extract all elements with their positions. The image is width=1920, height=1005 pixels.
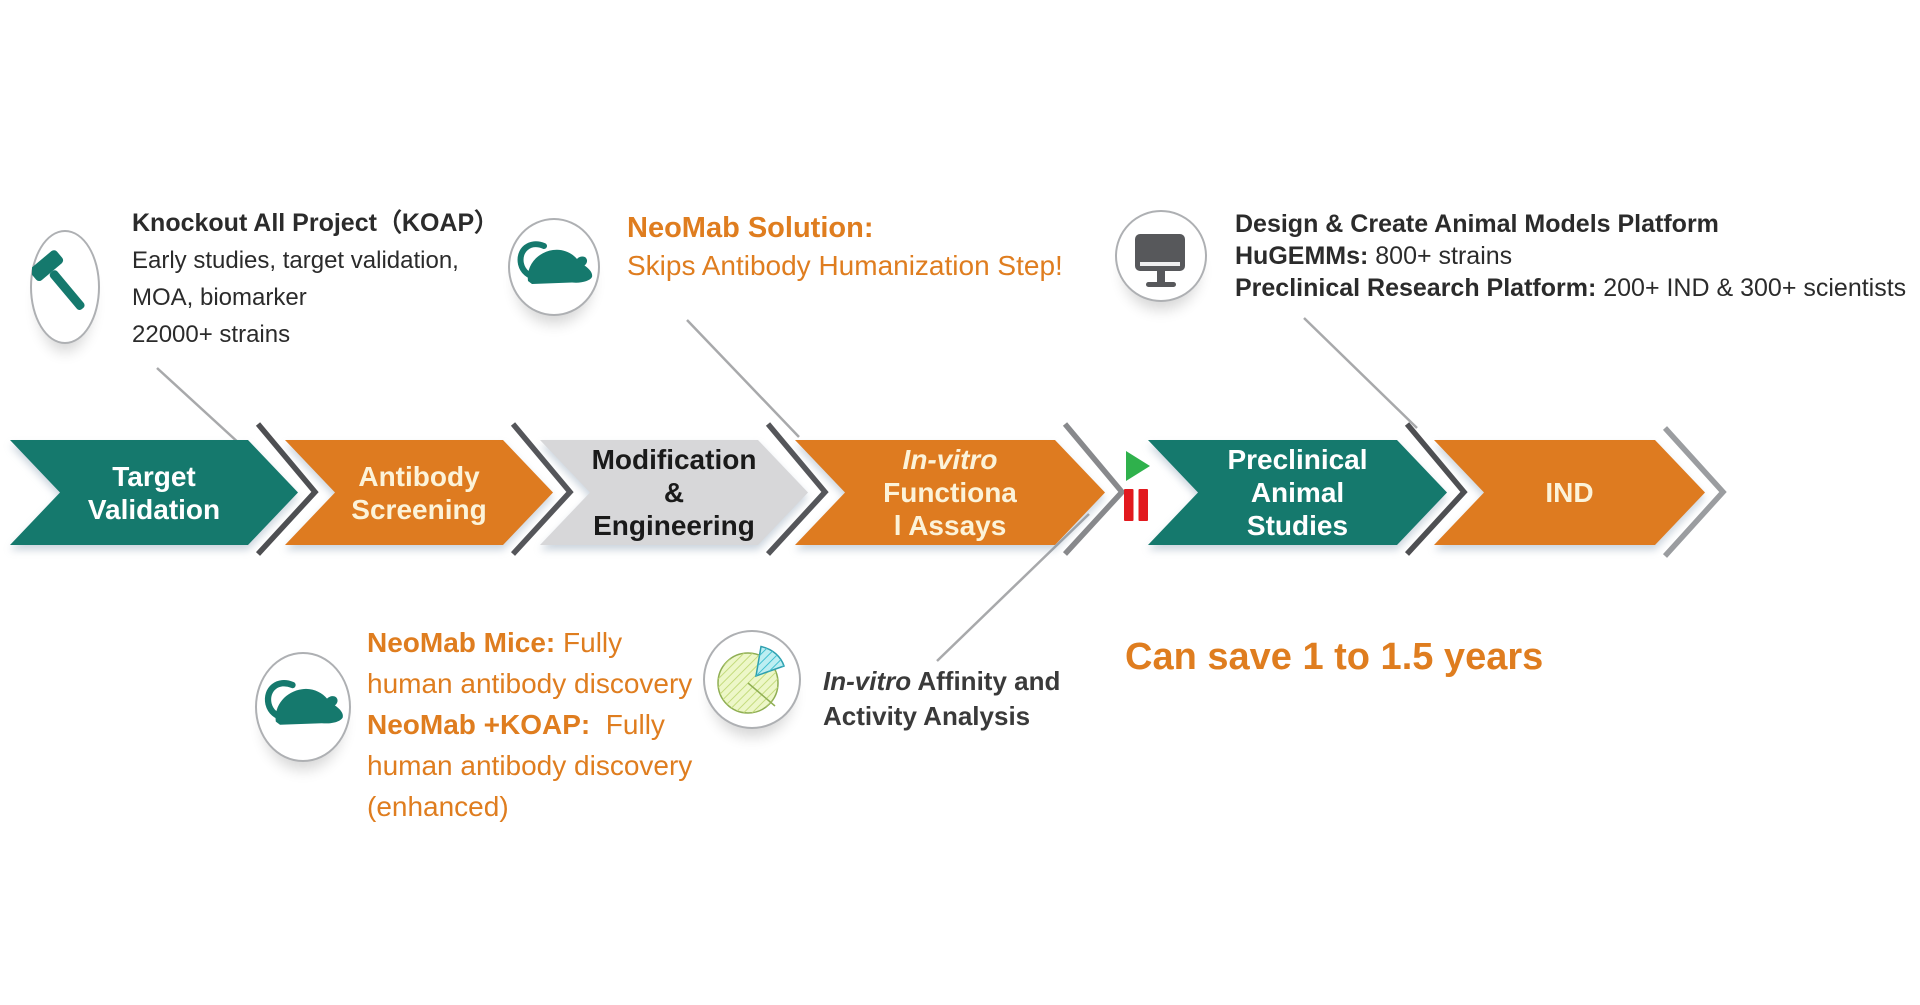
mice-line: human antibody discovery: [367, 663, 692, 704]
invitro-analysis-line: Activity Analysis: [823, 699, 1060, 734]
platform-label: HuGEMMs:: [1235, 242, 1369, 270]
chevron-ind: IND: [1434, 440, 1705, 545]
chevron-target-validation: Target Validation: [10, 440, 298, 545]
platform-text: 800+ strains: [1368, 242, 1513, 270]
invitro-italic: In-vitro: [823, 666, 912, 696]
step-label: Preclinical: [1227, 444, 1368, 475]
koap-title: Knockout All Project（KOAP）: [132, 209, 500, 237]
mice-line: NeoMab Mice: Fully: [367, 622, 692, 663]
koap-annotation: Knockout All Project（KOAP） Early studies…: [132, 205, 499, 353]
monitor-icon: [1135, 234, 1185, 287]
platform-line: Preclinical Research Platform: 200+ IND …: [1235, 272, 1906, 304]
mice-label: NeoMab +KOAP:: [367, 709, 591, 740]
mice-text: human antibody discovery: [367, 668, 693, 699]
step-label: Studies: [1246, 510, 1349, 541]
invitro-text: Affinity and: [911, 666, 1061, 696]
mouse-badge-top: [508, 218, 600, 316]
invitro-text: Activity Analysis: [823, 701, 1031, 731]
pause-icon: [1124, 489, 1148, 521]
koap-line: Early studies, target validation,: [132, 247, 459, 274]
step-label: Screening: [351, 493, 487, 525]
step-label: Modification: [591, 444, 757, 475]
step-label: &: [663, 477, 685, 508]
mice-text: (enhanced): [367, 791, 509, 822]
gavel-badge: [30, 230, 100, 344]
connector-platform: [1303, 317, 1418, 429]
chevron-modification-engineering: Modification & Engineering: [540, 440, 808, 545]
platform-text: 200+ IND & 300+ scientists: [1596, 274, 1907, 302]
invitro-analysis-line: In-vitro Affinity and: [823, 664, 1060, 699]
mice-line: NeoMab +KOAP: Fully: [367, 704, 692, 745]
play-icon: [1126, 451, 1150, 481]
koap-line: 22000+ strains: [132, 321, 291, 348]
pie-chart-icon: [717, 645, 785, 714]
step-label: Animal: [1250, 477, 1345, 508]
step-label: Engineering: [593, 510, 755, 541]
step-label: l Assays: [893, 510, 1007, 541]
platform-line: HuGEMMs: 800+ strains: [1235, 240, 1906, 272]
mice-line: human antibody discovery: [367, 745, 692, 786]
step-label: IND: [1545, 477, 1594, 508]
neomab-solution-subtitle: Skips Antibody Humanization Step!: [627, 250, 1063, 281]
step-label: Target: [112, 460, 196, 492]
chevron-invitro-functional-assays: In-vitro Functiona l Assays: [795, 440, 1105, 545]
monitor-badge: [1115, 210, 1207, 302]
chevron-antibody-screening: Antibody Screening: [285, 440, 553, 545]
mice-text: human antibody discovery: [367, 750, 693, 781]
mouse-icon: [517, 241, 593, 284]
platform-label: Preclinical Research Platform:: [1235, 274, 1597, 302]
step-label: Validation: [87, 493, 221, 525]
mouse-icon: [264, 680, 343, 725]
mice-label: NeoMab Mice:: [367, 627, 556, 658]
mice-text: Fully: [555, 627, 623, 658]
invitro-analysis-annotation: In-vitro Affinity and Activity Analysis: [823, 664, 1060, 734]
mice-line: (enhanced): [367, 786, 692, 827]
neomab-solution-annotation: NeoMab Solution: Skips Antibody Humaniza…: [627, 210, 1063, 284]
step-label: Antibody: [358, 460, 480, 492]
mouse-badge-bottom: [255, 652, 351, 762]
platform-title: Design & Create Animal Models Platform: [1235, 210, 1719, 238]
platform-annotation: Design & Create Animal Models Platform H…: [1235, 208, 1906, 304]
gavel-icon: [32, 250, 85, 310]
chevron-preclinical-animal-studies: Preclinical Animal Studies: [1148, 440, 1447, 545]
step-label: In-vitro: [902, 444, 998, 475]
save-banner: Can save 1 to 1.5 years: [1125, 636, 1544, 678]
pie-badge: [703, 630, 801, 729]
step-label: Functiona: [883, 477, 1017, 508]
mice-text: Fully: [590, 709, 665, 740]
neomab-solution-title: NeoMab Solution:: [627, 212, 874, 244]
koap-line: MOA, biomarker: [132, 284, 307, 311]
neomab-mice-annotation: NeoMab Mice: Fully human antibody discov…: [367, 622, 692, 827]
connector-neomab-solution: [686, 319, 800, 438]
